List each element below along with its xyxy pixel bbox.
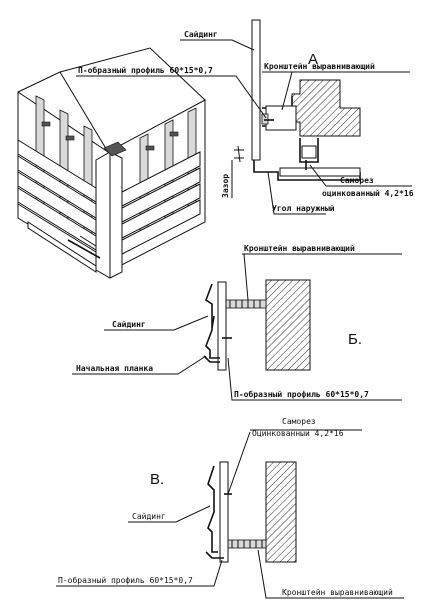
detail-b-leaders	[72, 253, 402, 401]
bottom-siding-label: Сайдинг	[132, 512, 166, 521]
top-siding-label: Сайдинг	[184, 30, 218, 39]
isometric-corner-view	[17, 47, 206, 279]
top-screw-label-2: оцинкованный 4,2*16	[322, 189, 414, 198]
bottom-bracket-coil	[227, 539, 267, 549]
detail-a-corner-section	[234, 19, 361, 181]
top-corner-label: Угол наружный	[272, 204, 335, 213]
brackets	[41, 121, 179, 151]
mid-siding-label: Сайдинг	[112, 320, 146, 329]
mid-profile-label: П-образный профиль 60*15*0,7	[234, 389, 369, 399]
bottom-bracket-label: Кронштейн выравнивающий	[282, 588, 393, 597]
bracket-coil	[225, 299, 267, 309]
top-bracket-label: Кронштейн выравнивающий	[264, 62, 375, 71]
top-letter-label: А	[308, 51, 318, 68]
outside-corner-post	[95, 141, 127, 279]
bottom-screw-label-1: Саморез	[282, 417, 316, 426]
detail-v-section	[205, 461, 297, 563]
detail-b-section	[203, 279, 311, 371]
bottom-screw-label-2: Оцинкованный 4,2*16	[252, 429, 344, 438]
mid-letter-label: Б.	[348, 331, 362, 348]
top-profile-label: П-образный профиль 60*15*0,7	[78, 65, 213, 75]
mid-bracket-label: Кронштейн выравнивающий	[244, 244, 355, 253]
siding-boards-left	[17, 139, 97, 273]
top-gap-label: Зазор	[221, 174, 230, 198]
mid-start-strip-label: Начальная планка	[76, 364, 153, 373]
detail-v-leaders	[56, 429, 404, 599]
bottom-letter-label: В.	[150, 471, 164, 488]
top-screw-label-1: Саморез	[340, 176, 374, 185]
bottom-profile-label: П-образный профиль 60*15*0,7	[58, 575, 193, 585]
detail-a-leaders	[76, 39, 412, 215]
